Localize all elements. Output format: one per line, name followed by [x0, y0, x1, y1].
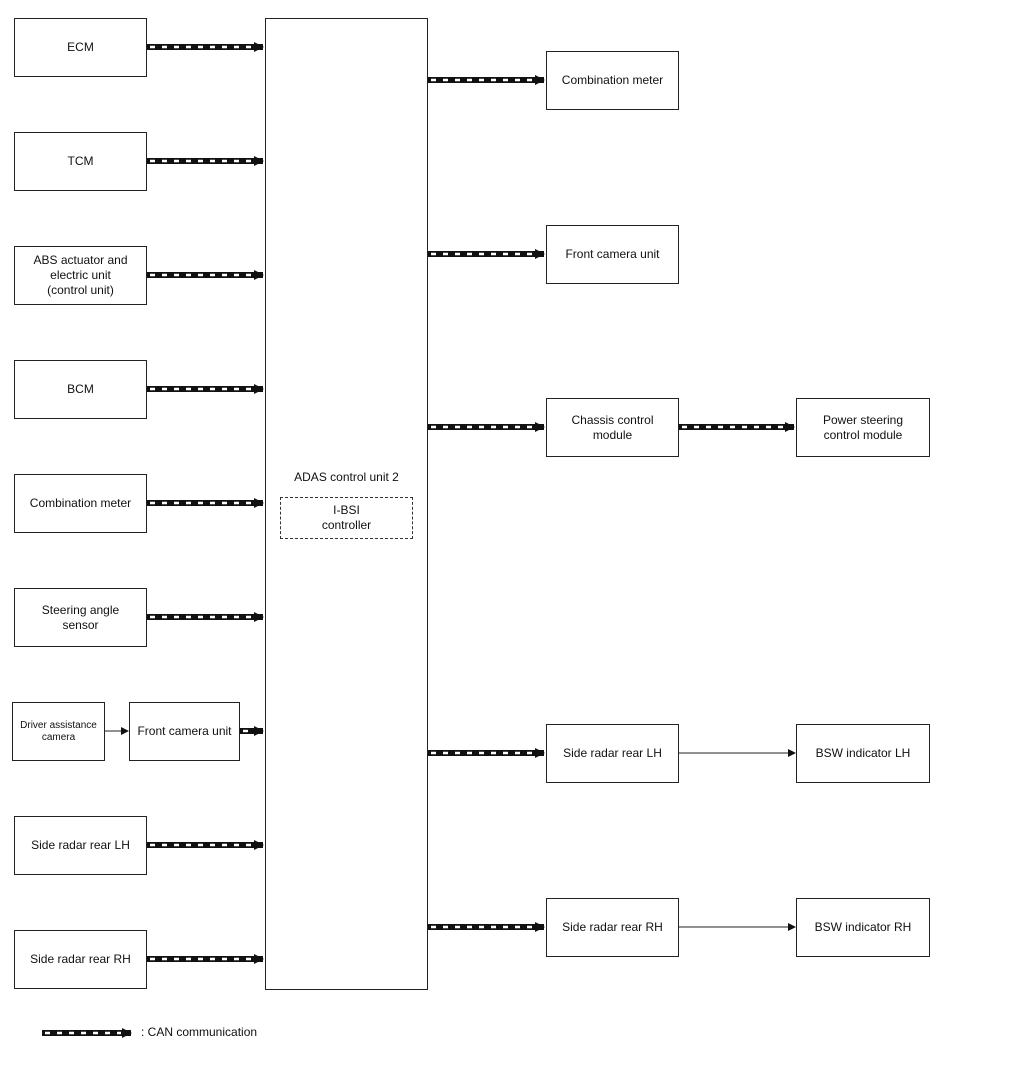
i-bsi-controller-box: I-BSI controller — [280, 497, 413, 539]
input-box-tcm: TCM — [14, 132, 147, 191]
output-box-chassis-control-module: Chassis control module — [546, 398, 679, 457]
input-label: Side radar rear LH — [31, 838, 130, 852]
output-box-front-camera-unit: Front camera unit — [546, 225, 679, 284]
output-box-combination-meter: Combination meter — [546, 51, 679, 110]
far-box-bsw-indicator-rh: BSW indicator RH — [796, 898, 930, 957]
far-output-label: Power steering control module — [822, 412, 904, 442]
input-box-ecm: ECM — [14, 18, 147, 77]
far-box-power-steering-control-module: Power steering control module — [796, 398, 930, 457]
driver-assistance-camera-box: Driver assistance camera — [12, 702, 105, 761]
i-bsi-controller-label: I-BSI controller — [321, 503, 372, 532]
legend-label: : CAN communication — [141, 1025, 258, 1039]
input-label: TCM — [67, 154, 94, 168]
far-box-bsw-indicator-lh: BSW indicator LH — [796, 724, 930, 783]
input-label: Side radar rear RH — [30, 952, 131, 966]
input-label: BCM — [67, 382, 94, 396]
output-label: Combination meter — [561, 73, 664, 87]
far-output-label: BSW indicator LH — [815, 746, 911, 760]
far-output-label: BSW indicator RH — [814, 920, 912, 934]
input-label: Combination meter — [29, 496, 132, 510]
output-box-side-radar-rear-lh: Side radar rear LH — [546, 724, 679, 783]
input-box-bcm: BCM — [14, 360, 147, 419]
input-label: ECM — [67, 40, 94, 54]
output-label: Side radar rear RH — [562, 920, 663, 934]
adas-control-unit-box: ADAS control unit 2 I-BSI controller — [265, 18, 428, 990]
input-box-side-radar-rear-rh: Side radar rear RH — [14, 930, 147, 989]
input-label: ABS actuator and electric unit (control … — [33, 253, 128, 297]
input-box-combination-meter: Combination meter — [14, 474, 147, 533]
driver-assistance-camera-label: Driver assistance camera — [20, 719, 97, 743]
input-box-side-radar-rear-lh: Side radar rear LH — [14, 816, 147, 875]
output-label: Chassis control module — [571, 412, 654, 442]
input-box-front-camera-unit: Front camera unit — [129, 702, 240, 761]
input-label: Front camera unit — [137, 724, 232, 738]
input-label: Steering angle sensor — [41, 602, 120, 632]
input-box-steering-angle-sensor: Steering angle sensor — [14, 588, 147, 647]
output-box-side-radar-rear-rh: Side radar rear RH — [546, 898, 679, 957]
output-label: Front camera unit — [565, 247, 660, 261]
input-box-abs: ABS actuator and electric unit (control … — [14, 246, 147, 305]
output-label: Side radar rear LH — [563, 746, 662, 760]
adas-control-unit-label: ADAS control unit 2 — [294, 470, 399, 484]
